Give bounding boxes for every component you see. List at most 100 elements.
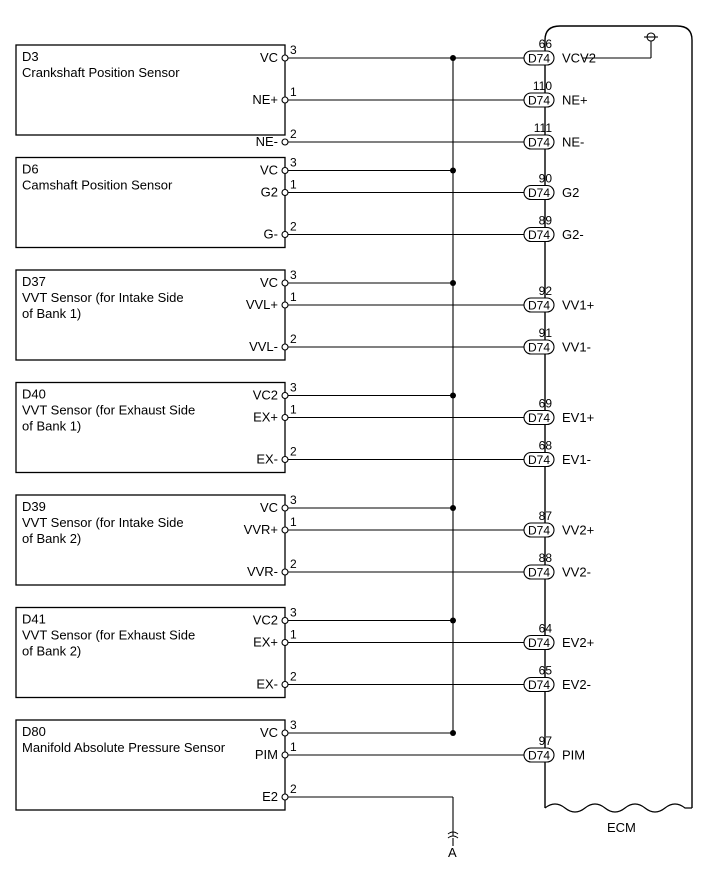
pin-label: EX+ xyxy=(253,635,278,650)
ecm-terminal-name: EV1+ xyxy=(562,410,594,425)
pin-label: VVL+ xyxy=(246,297,278,312)
sensor-title: Crankshaft Position Sensor xyxy=(22,65,180,80)
connector-d74 xyxy=(523,297,555,313)
pin-label: PIM xyxy=(255,747,278,762)
sensor-pin-number: 3 xyxy=(290,606,297,620)
connector-label: D74 xyxy=(528,52,550,66)
connector-d74 xyxy=(523,564,555,580)
connector-label: D74 xyxy=(528,566,550,580)
sensor-pin-number: 2 xyxy=(290,557,297,571)
connector-label: D74 xyxy=(528,524,550,538)
pin-label: VVL- xyxy=(249,339,278,354)
pin-label: EX- xyxy=(256,452,278,467)
terminal-pin xyxy=(281,616,289,625)
sensor-pin-number: 1 xyxy=(290,403,297,417)
terminal-pin xyxy=(281,504,289,512)
sensor-title: VVT Sensor (for Exhaust Side xyxy=(22,628,195,643)
connector-d74 xyxy=(523,747,555,763)
sensor-pin-number: 1 xyxy=(290,290,297,304)
terminal-pin xyxy=(281,54,289,62)
sensor-title: of Bank 1) xyxy=(22,419,81,434)
connector-d74 xyxy=(523,226,555,243)
terminal-pin xyxy=(281,793,289,801)
sensor-pin-number: 3 xyxy=(290,718,297,732)
sensor-title: of Bank 2) xyxy=(22,531,81,546)
connector-label: D74 xyxy=(528,749,550,763)
ecm-pin-number: 111 xyxy=(534,121,553,135)
ecm-pin-number: 64 xyxy=(539,622,553,636)
pin-label: EX+ xyxy=(253,410,278,425)
ecm-pin-number: 91 xyxy=(539,326,553,340)
connector-d74 xyxy=(523,409,555,426)
sensor-box xyxy=(15,269,286,361)
pin-label: VC2 xyxy=(253,388,278,403)
sensor-code: D80 xyxy=(22,724,46,739)
connector-d74 xyxy=(523,184,555,201)
sensor-pin-number: 1 xyxy=(290,178,297,192)
sensor-pin-number: 3 xyxy=(290,156,297,170)
sensor-pin-number: 1 xyxy=(290,85,297,99)
ecm-pin-number: 97 xyxy=(539,734,553,748)
connector-label: D74 xyxy=(528,411,550,425)
sensor-pin-number: 1 xyxy=(290,628,297,642)
pin-label: E2 xyxy=(262,789,278,804)
sensor-box xyxy=(15,156,286,249)
connector-d74 xyxy=(523,634,555,651)
ecm-terminal-name: NE- xyxy=(562,135,584,150)
ecm-pin-number: 66 xyxy=(539,37,553,51)
ecm-terminal-name: EV2- xyxy=(562,677,591,692)
pin-label: G- xyxy=(264,227,278,242)
pin-label: VC xyxy=(260,275,278,290)
sensor-code: D37 xyxy=(22,274,46,289)
sensor-pin-number: 3 xyxy=(290,43,297,57)
connector-label: D74 xyxy=(528,636,550,650)
ecm-pin-number: 90 xyxy=(539,172,553,186)
bottom-ref-label: A xyxy=(448,845,457,860)
pin-label: NE+ xyxy=(252,92,278,107)
ecm-terminal-name: VV1- xyxy=(562,340,591,355)
terminal-pin xyxy=(281,230,289,239)
pin-label: VC xyxy=(260,50,278,65)
ecm-pin-number: 65 xyxy=(539,664,553,678)
connector-d74 xyxy=(523,50,555,66)
ecm-label: ECM xyxy=(607,820,636,835)
sensor-pin-number: 3 xyxy=(290,381,297,395)
pin-label: G2 xyxy=(261,185,278,200)
sensor-title: VVT Sensor (for Intake Side xyxy=(22,290,184,305)
pin-label: VC2 xyxy=(253,613,278,628)
pin-label: VC xyxy=(260,725,278,740)
ecm-terminal-name: G2- xyxy=(562,227,584,242)
sensor-title: Camshaft Position Sensor xyxy=(22,178,173,193)
pin-label: NE- xyxy=(256,134,278,149)
pin-label: VVR+ xyxy=(244,522,278,537)
terminal-pin xyxy=(281,166,289,175)
terminal-pin xyxy=(281,568,289,576)
sensor-pin-number: 3 xyxy=(290,268,297,282)
sensor-title: VVT Sensor (for Exhaust Side xyxy=(22,403,195,418)
sensor-title: of Bank 1) xyxy=(22,306,81,321)
sensor-pin-number: 2 xyxy=(290,782,297,796)
sensor-pin-number: 2 xyxy=(290,670,297,684)
ecm-terminal-name: EV1- xyxy=(562,452,591,467)
ecm-break-line xyxy=(544,803,692,813)
sensor-box xyxy=(15,44,286,136)
terminal-pin xyxy=(281,279,289,287)
sensor-box xyxy=(15,606,286,699)
wire-break-mark xyxy=(447,831,459,835)
sensor-pin-number: 2 xyxy=(290,332,297,346)
ecm-pin-number: 92 xyxy=(539,284,553,298)
terminal-pin xyxy=(281,526,289,534)
connector-label: D74 xyxy=(528,341,550,355)
ecm-terminal-name: VV1+ xyxy=(562,298,594,313)
terminal-pin xyxy=(281,413,289,422)
sensor-code: D39 xyxy=(22,499,46,514)
sensor-pin-number: 2 xyxy=(290,445,297,459)
terminal-pin xyxy=(281,455,289,464)
ecm-terminal-name: G2 xyxy=(562,185,579,200)
sensor-title: Manifold Absolute Pressure Sensor xyxy=(22,740,226,755)
ecm-terminal-name: EV2+ xyxy=(562,635,594,650)
terminal-pin xyxy=(281,343,289,351)
sensor-code: D3 xyxy=(22,49,39,64)
sensor-pin-number: 3 xyxy=(290,493,297,507)
sensor-box xyxy=(15,719,286,811)
